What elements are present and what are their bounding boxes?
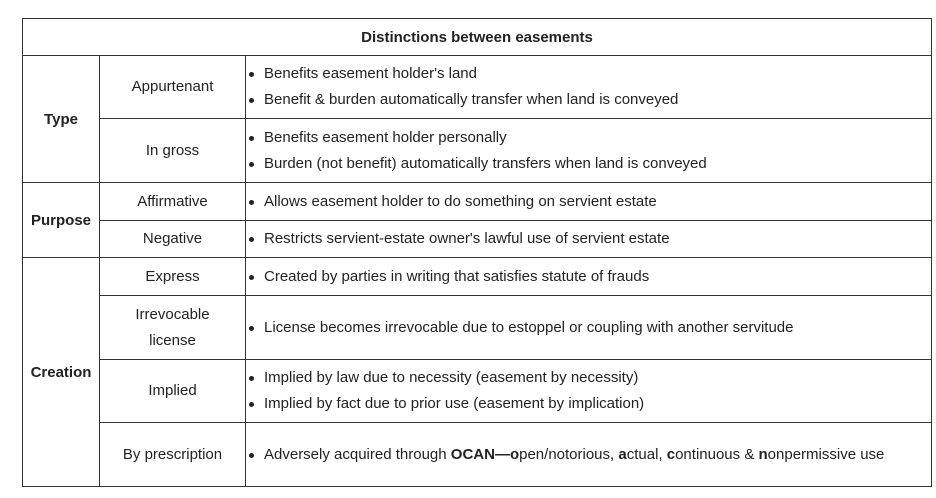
bullet-item-ocan: Adversely acquired through OCAN—open/not… (246, 442, 931, 468)
table-row: Creation Express Created by parties in w… (22, 257, 933, 487)
bullet-item: Created by parties in writing that satis… (246, 264, 931, 290)
title-row: Distinctions between easements (21, 18, 933, 56)
description-cell: Implied by law due to necessity (easemen… (244, 359, 933, 423)
subtype-express: Express (99, 257, 246, 296)
description-cell: Adversely acquired through OCAN—open/not… (244, 422, 933, 487)
description-cell: Restricts servient-estate owner's lawful… (244, 220, 933, 258)
description-cell: Created by parties in writing that satis… (244, 257, 933, 296)
bullet-item: Benefit & burden automatically transfer … (246, 87, 931, 113)
table-row: Type Appurtenant Benefits easement holde… (22, 55, 933, 183)
subtype-affirmative: Affirmative (99, 182, 246, 221)
subtype-in-gross: In gross (99, 118, 246, 183)
subtype-negative: Negative (99, 220, 246, 258)
description-cell: Allows easement holder to do something o… (244, 182, 933, 221)
table-row: In gross Benefits easement holder person… (23, 118, 933, 183)
bullet-item: Benefits easement holder personally (246, 125, 931, 151)
bullet-item: Implied by law due to necessity (easemen… (246, 365, 931, 391)
bullet-item: Restricts servient-estate owner's lawful… (246, 226, 931, 252)
category-creation: Creation (22, 257, 100, 487)
bullet-item: Burden (not benefit) automatically trans… (246, 151, 931, 177)
bullet-item: License becomes irrevocable due to estop… (246, 315, 931, 341)
subtype-by-prescription: By prescription (99, 422, 246, 487)
bullet-item: Benefits easement holder's land (246, 61, 931, 87)
table-row: Negative Restricts servient-estate owner… (23, 220, 933, 258)
subtype-label: Irrevocable license (135, 305, 210, 349)
description-cell: Benefits easement holder's land Benefit … (244, 55, 933, 119)
description-cell: Benefits easement holder personally Burd… (244, 118, 933, 183)
table-row: Implied Implied by law due to necessity … (23, 359, 933, 423)
table-row: Irrevocable license License becomes irre… (23, 295, 933, 360)
table-title: Distinctions between easements (21, 18, 933, 56)
subtype-irrevocable-license: Irrevocable license (99, 295, 246, 360)
subtype-appurtenant: Appurtenant (99, 55, 246, 119)
description-cell: License becomes irrevocable due to estop… (244, 295, 933, 360)
bullet-item: Implied by fact due to prior use (easeme… (246, 391, 931, 417)
table-row: Purpose Affirmative Allows easement hold… (22, 182, 933, 258)
subtype-implied: Implied (99, 359, 246, 423)
category-purpose: Purpose (22, 182, 100, 258)
category-type: Type (22, 55, 100, 183)
easement-distinctions-table: Distinctions between easements Type Appu… (21, 18, 933, 487)
table-row: By prescription Adversely acquired throu… (23, 422, 933, 487)
bullet-item: Allows easement holder to do something o… (246, 189, 931, 215)
